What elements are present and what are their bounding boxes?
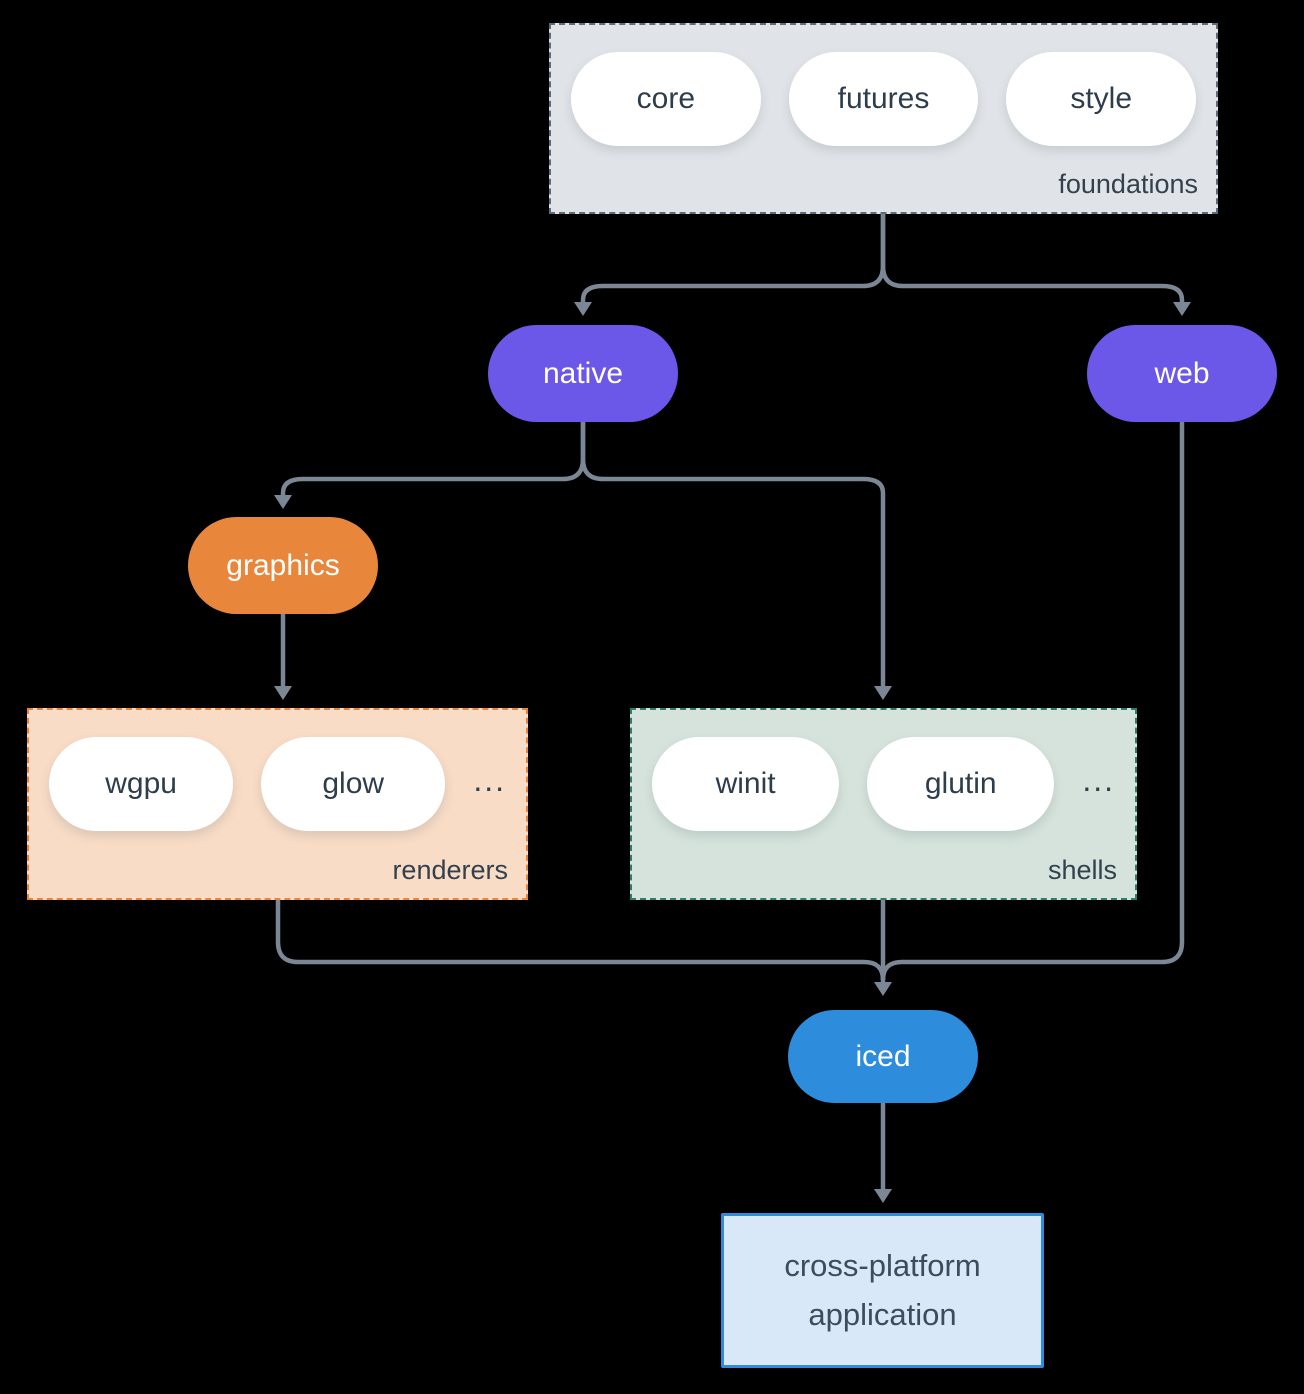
renderers-pill-row: wgpu glow ...	[29, 710, 526, 831]
connector-native-graphics	[274, 422, 586, 509]
foundations-pill-row: core futures style	[551, 25, 1216, 146]
node-style: style	[1006, 52, 1197, 146]
node-wgpu: wgpu	[49, 737, 234, 831]
renderers-label: renderers	[392, 855, 508, 885]
node-iced: iced	[788, 1010, 978, 1103]
shells-label: shells	[1047, 855, 1117, 885]
node-futures: futures	[788, 52, 979, 146]
connector-native-shells	[580, 422, 892, 700]
node-winit: winit	[652, 737, 840, 831]
connector-foundations-web	[880, 214, 1191, 316]
group-foundations: core futures style foundations	[549, 23, 1218, 214]
shells-ellipsis: ...	[1082, 761, 1115, 798]
group-shells: winit glutin ... shells	[630, 708, 1137, 900]
node-cross-platform-application: cross-platform application	[721, 1213, 1044, 1368]
node-core: core	[571, 52, 761, 146]
node-graphics: graphics	[188, 517, 378, 614]
node-glow: glow	[261, 737, 446, 831]
application-label-line1: cross-platform	[784, 1248, 981, 1284]
group-renderers: wgpu glow ... renderers	[27, 708, 528, 900]
renderers-ellipsis: ...	[473, 761, 506, 798]
node-web: web	[1087, 325, 1277, 422]
foundations-label: foundations	[1058, 169, 1198, 199]
shells-pill-row: winit glutin ...	[632, 710, 1135, 831]
connector-foundations-native	[574, 214, 886, 316]
connector-renderers-merge	[275, 900, 886, 981]
application-label-line2: application	[808, 1296, 957, 1332]
node-glutin: glutin	[867, 737, 1055, 831]
node-native: native	[488, 325, 678, 422]
